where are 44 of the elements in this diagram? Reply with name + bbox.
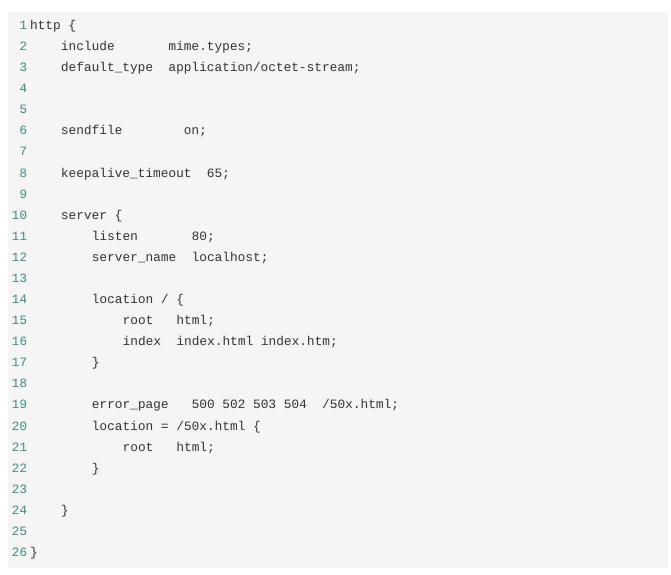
code-line: include mime.types; [60, 38, 253, 56]
line-number: 26 [10, 544, 27, 562]
line-number: 25 [10, 522, 27, 541]
line-number: 6 [18, 122, 27, 140]
code-line: http { [30, 17, 76, 35]
code-line: root html; [122, 312, 215, 330]
line-number: 18 [10, 375, 27, 394]
line-number: 11 [10, 228, 27, 246]
code-line: server { [60, 206, 122, 225]
line-number: 17 [10, 354, 27, 372]
line-number: 23 [10, 480, 27, 499]
code-line: server_name localhost; [92, 248, 268, 267]
code-line: location / { [92, 291, 184, 310]
code-line: root html; [122, 438, 215, 457]
line-number: 10 [10, 206, 27, 225]
code-line: index index.html index.htm; [122, 333, 338, 352]
line-number: 12 [10, 248, 27, 267]
line-number: 2 [18, 38, 27, 56]
line-number: 13 [10, 270, 27, 288]
code-line: default_type application/octet-stream; [60, 59, 360, 78]
code-line: } [92, 354, 100, 372]
code-line: } [30, 544, 38, 562]
line-number: 21 [10, 438, 27, 457]
line-number: 19 [10, 396, 27, 414]
line-number: 14 [10, 291, 27, 310]
line-number: 20 [10, 418, 27, 436]
line-number: 3 [18, 59, 27, 78]
code-line: location = /50x.html { [92, 418, 261, 436]
code-line: } [60, 502, 69, 520]
line-number: 8 [18, 164, 27, 183]
line-number: 7 [18, 143, 27, 162]
line-number: 24 [10, 502, 27, 520]
code-line: keepalive_timeout 65; [60, 164, 230, 183]
line-number: 4 [18, 80, 27, 98]
code-line: listen 80; [92, 228, 215, 246]
code-line: error_page 500 502 503 504 /50x.html; [92, 396, 399, 414]
code-line: sendfile on; [60, 122, 207, 140]
line-number: 5 [18, 101, 27, 120]
line-number: 22 [10, 460, 27, 478]
line-number: 1 [18, 17, 27, 35]
line-number: 15 [10, 312, 27, 330]
code-line: } [92, 460, 100, 478]
line-number: 16 [10, 333, 27, 352]
line-number: 9 [18, 186, 27, 204]
